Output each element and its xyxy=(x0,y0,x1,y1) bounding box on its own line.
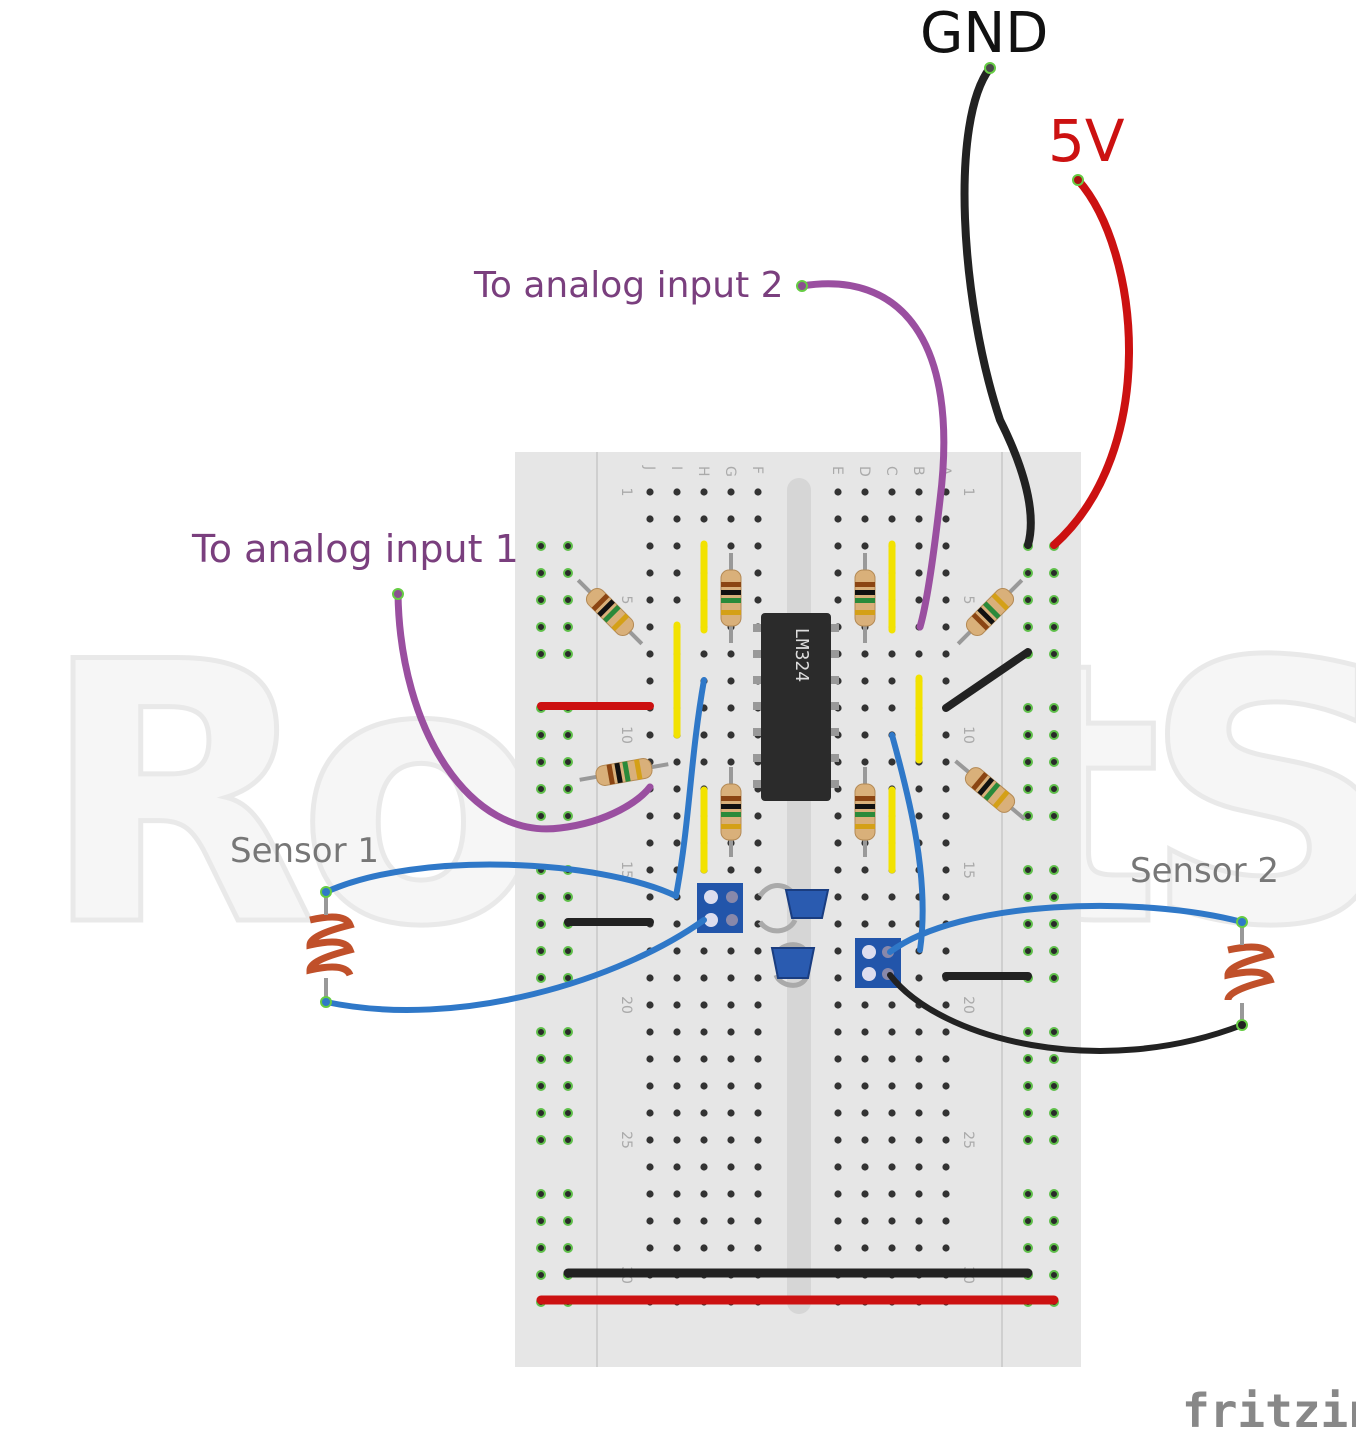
resistor-2 xyxy=(720,553,742,643)
svg-text:25: 25 xyxy=(618,1131,634,1149)
svg-text:15: 15 xyxy=(960,861,976,879)
resistor-7 xyxy=(854,767,876,857)
svg-text:5: 5 xyxy=(618,596,634,605)
capacitors xyxy=(757,883,830,988)
5v-label: 5V xyxy=(1048,107,1125,175)
svg-text:10: 10 xyxy=(960,726,976,744)
terminal-block-1 xyxy=(697,883,743,933)
svg-text:20: 20 xyxy=(960,996,976,1014)
svg-text:H: H xyxy=(695,466,711,477)
resistor-5 xyxy=(579,758,669,786)
analog-input-2-label: To analog input 2 xyxy=(474,265,784,306)
lm324-chip: LM324 xyxy=(753,613,839,801)
analog-input-1-label: To analog input 1 xyxy=(192,527,519,571)
analog-wires xyxy=(394,280,948,833)
wire-end-markers xyxy=(320,62,1248,1031)
gnd-label: GND xyxy=(920,1,1049,66)
svg-text:1: 1 xyxy=(618,488,634,497)
svg-text:G: G xyxy=(722,466,738,477)
resistors xyxy=(576,553,1026,857)
svg-text:5: 5 xyxy=(960,596,976,605)
svg-text:C: C xyxy=(883,466,899,476)
fritzing-logo: fritzing xyxy=(1182,1384,1356,1438)
yellow-jumpers xyxy=(673,540,923,874)
svg-text:E: E xyxy=(829,466,845,475)
svg-text:10: 10 xyxy=(618,726,634,744)
svg-text:20: 20 xyxy=(618,996,634,1014)
sensor2-gnd-wire xyxy=(887,972,1245,1054)
resistor-1 xyxy=(576,578,644,646)
chip-label: LM324 xyxy=(791,628,812,682)
power-wires xyxy=(960,64,1133,549)
resistor-3 xyxy=(854,553,876,643)
sensor-wires xyxy=(323,677,1245,1013)
svg-text:F: F xyxy=(749,466,765,474)
rail-wires xyxy=(536,648,1059,1305)
svg-text:I: I xyxy=(668,466,684,470)
resistor-6 xyxy=(720,767,742,857)
svg-text:15: 15 xyxy=(618,861,634,879)
svg-text:D: D xyxy=(856,466,872,477)
svg-text:1: 1 xyxy=(960,488,976,497)
sensor-2-label: Sensor 2 xyxy=(1130,851,1279,891)
sensor-1-label: Sensor 1 xyxy=(230,831,379,871)
svg-text:B: B xyxy=(910,466,926,476)
svg-text:J: J xyxy=(641,465,657,470)
svg-text:25: 25 xyxy=(960,1131,976,1149)
resistor-4 xyxy=(956,578,1024,646)
resistor-8 xyxy=(954,759,1026,821)
